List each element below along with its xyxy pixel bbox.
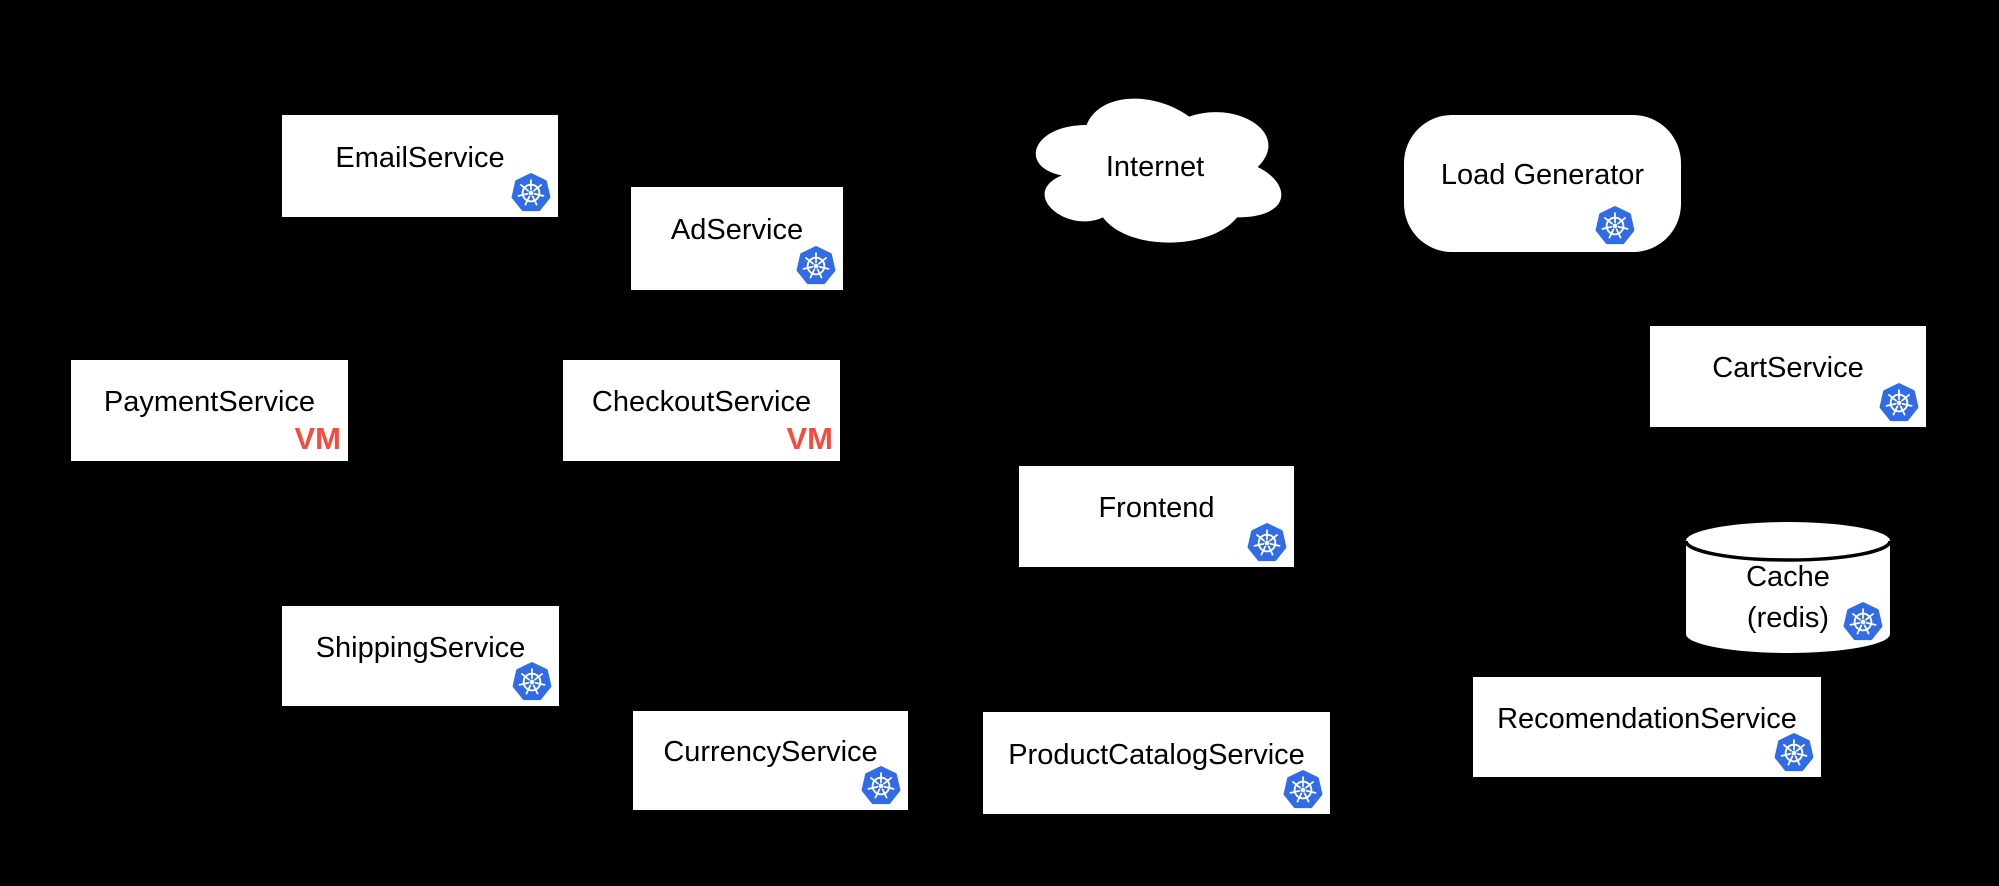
node-label: ProductCatalogService (1008, 738, 1305, 771)
node-adservice: AdService (631, 187, 843, 290)
kubernetes-icon (512, 662, 552, 702)
internet-cloud-shape (1035, 98, 1282, 243)
kubernetes-icon (861, 766, 901, 806)
kubernetes-icon (796, 246, 836, 286)
node-label: CheckoutService (591, 386, 812, 419)
node-label: Internet (1105, 150, 1205, 183)
node-sublabel: (redis) (1746, 602, 1830, 634)
kubernetes-icon (1879, 383, 1919, 423)
node-load-generator: Load Generator (1404, 115, 1681, 252)
node-label: AdService (670, 214, 804, 247)
node-paymentservice: PaymentService VM (71, 360, 348, 461)
node-label: CurrencyService (663, 736, 878, 769)
vm-badge: VM (786, 421, 834, 456)
vm-badge: VM (294, 421, 342, 456)
node-emailservice: EmailService (282, 115, 558, 217)
kubernetes-icon (1283, 770, 1323, 810)
node-checkoutservice: CheckoutService VM (563, 360, 840, 461)
node-label: CartService (1712, 352, 1864, 385)
node-label: RecomendationService (1497, 702, 1797, 735)
node-label: EmailService (335, 141, 505, 174)
node-frontend: Frontend (1019, 466, 1294, 567)
node-cartservice: CartService (1650, 326, 1926, 427)
kubernetes-icon (511, 173, 551, 213)
node-shippingservice: ShippingService (282, 606, 559, 706)
node-cache-redis: Cache (redis) (1684, 520, 1892, 655)
node-label: Frontend (1098, 492, 1215, 525)
node-internet: Internet (1018, 83, 1292, 251)
node-productcatalogservice: ProductCatalogService (983, 712, 1330, 814)
kubernetes-icon (1595, 206, 1635, 246)
kubernetes-icon (1843, 602, 1883, 642)
node-label: Cache (1746, 561, 1830, 593)
node-currencyservice: CurrencyService (633, 711, 908, 810)
node-label: PaymentService (103, 386, 316, 419)
node-recomendationservice: RecomendationService (1473, 677, 1821, 777)
node-label: ShippingService (315, 631, 526, 664)
kubernetes-icon (1247, 523, 1287, 563)
node-label: Load Generator (1440, 159, 1645, 192)
kubernetes-icon (1774, 733, 1814, 773)
